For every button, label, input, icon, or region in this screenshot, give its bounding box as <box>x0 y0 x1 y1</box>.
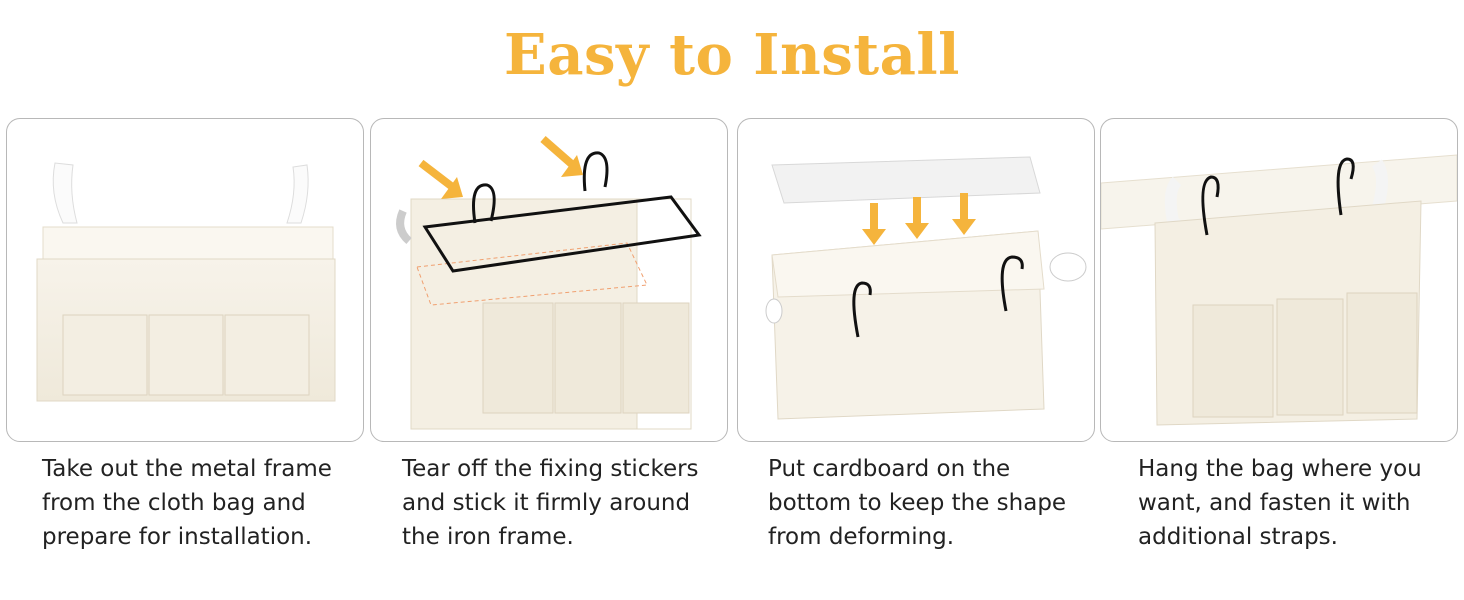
step-2-image <box>370 118 728 442</box>
step-1-caption: Take out the metal frame from the cloth … <box>42 456 332 550</box>
arrow-icon <box>540 135 583 177</box>
hanging-bag-illustration <box>1101 154 1457 426</box>
step-2-caption: Tear off the fixing stickers and stick i… <box>402 456 699 550</box>
arrow-icon <box>862 193 976 245</box>
step-3-caption: Put cardboard on the bottom to keep the … <box>768 456 1067 550</box>
step-4-image <box>1100 118 1458 442</box>
cardboard-bag-illustration <box>765 156 1087 420</box>
step-1-image <box>6 118 364 442</box>
frame-sticker-illustration <box>396 135 702 430</box>
step-4-caption: Hang the bag where you want, and fasten … <box>1138 456 1422 550</box>
page-title: Easy to Install <box>504 22 960 88</box>
step-3-image <box>737 118 1095 442</box>
arrow-icon <box>418 159 463 199</box>
bag-with-straps-illustration <box>36 162 336 402</box>
